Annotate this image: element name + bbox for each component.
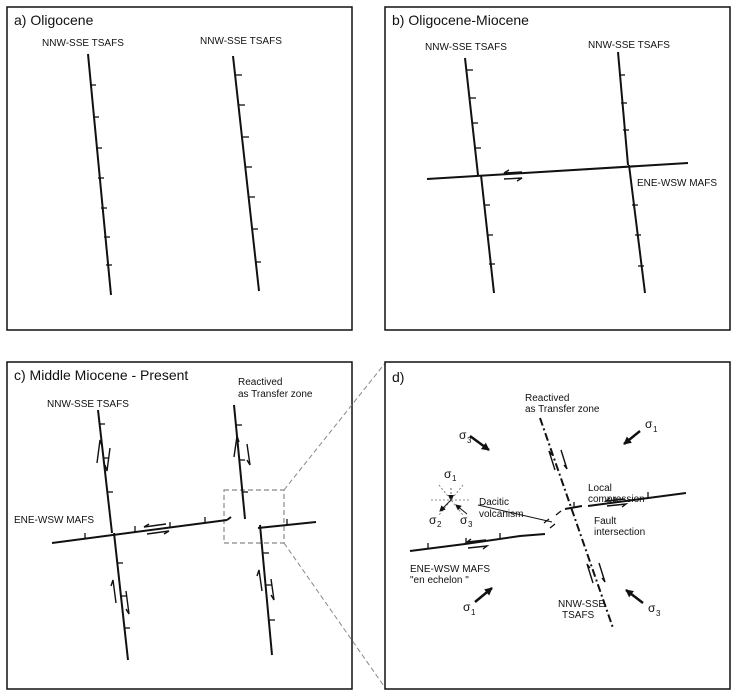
panel-c-label-reactived-2: as Transfer zone <box>238 389 313 400</box>
panel-d-leader-dacitic <box>477 504 553 523</box>
svg-text:1: 1 <box>653 425 658 434</box>
svg-text:1: 1 <box>471 608 476 617</box>
panel-d-label-reactived-2: as Transfer zone <box>525 404 600 415</box>
panel-b-frame <box>384 6 731 331</box>
svg-text:σ: σ <box>463 600 471 614</box>
panel-a-title: a) Oligocene <box>14 12 94 28</box>
zoom-connector-bottom <box>283 542 387 690</box>
stress-label-sigma1-ne: σ 1 <box>645 417 658 434</box>
panel-d-label-reactived-1: Reactived <box>525 393 569 404</box>
panel-c-mafs-jog <box>226 516 232 521</box>
stress-arrow-ne <box>623 430 641 445</box>
panel-c-title: c) Middle Miocene - Present <box>14 367 188 383</box>
panel-b-mafs-fault <box>426 162 689 180</box>
panel-d-volcanism-marks <box>543 510 562 529</box>
zoom-connector-top <box>283 361 387 491</box>
panel-c-fault-right-south <box>259 524 273 656</box>
panel-d-tsafs-arrows <box>548 449 606 584</box>
local-stress-star: σ 1 σ 2 σ 3 <box>429 467 473 529</box>
panel-d-mafs-arrows <box>464 497 629 550</box>
panel-c-mafs-segment-west <box>51 519 228 544</box>
stress-arrow-sw <box>474 587 493 603</box>
panel-a-frame <box>6 6 353 331</box>
svg-text:σ: σ <box>429 513 437 527</box>
stress-label-sigma3-nw: σ 3 <box>459 428 472 445</box>
svg-text:σ: σ <box>459 428 467 442</box>
panel-c-frame <box>6 361 353 690</box>
panel-d-label-mafs-2: "en echelon " <box>410 575 469 586</box>
panel-c-shear-arrows <box>96 435 275 615</box>
panel-c: c) Middle Miocene - Present NNW-SSE TSAF… <box>6 361 353 690</box>
panel-d-label-tsafs-1: NNW-SSE <box>558 599 605 610</box>
panel-d-label-local-1: Local <box>588 483 612 494</box>
svg-text:2: 2 <box>437 520 442 529</box>
svg-text:σ: σ <box>460 513 468 527</box>
panel-a: a) Oligocene NNW-SSE TSAFS NNW-SSE TSAFS <box>6 6 353 331</box>
svg-text:3: 3 <box>656 609 661 618</box>
panel-b-fault-left-south <box>480 174 495 294</box>
svg-text:3: 3 <box>467 436 472 445</box>
svg-text:σ: σ <box>648 601 656 615</box>
panel-d-label-fault-int-1: Fault <box>594 516 616 527</box>
panel-d-label-mafs-1: ENE-WSW MAFS <box>410 564 490 575</box>
panel-c-fault-left-north <box>97 409 113 534</box>
panel-d-mafs-segment-west <box>409 533 546 552</box>
panel-b-ticks <box>467 69 644 267</box>
panel-b-title: b) Oligocene-Miocene <box>392 12 529 28</box>
panel-b-label-mafs: ENE-WSW MAFS <box>637 178 717 189</box>
panel-c-label-mafs: ENE-WSW MAFS <box>14 515 94 526</box>
panel-b-fault-left-north <box>464 57 479 176</box>
stress-arrow-se <box>625 589 644 604</box>
svg-text:σ: σ <box>444 467 452 481</box>
panel-c-label-fault-left: NNW-SSE TSAFS <box>47 399 129 410</box>
panel-b-label-fault-left: NNW-SSE TSAFS <box>425 42 507 53</box>
panel-d-tsafs-dashdot <box>539 417 614 629</box>
panel-a-fault-right <box>232 55 260 292</box>
panel-d-label-dacitic-1: Dacitic <box>479 497 509 508</box>
panel-c-zoom-box <box>223 489 285 544</box>
panel-a-label-fault-right: NNW-SSE TSAFS <box>200 36 282 47</box>
panel-b-dextral-arrows <box>503 169 523 182</box>
svg-text:3: 3 <box>468 520 473 529</box>
panel-b-fault-right-north <box>617 51 629 166</box>
stress-label-sigma1-sw: σ 1 <box>463 600 476 617</box>
stress-arrow-nw <box>469 434 490 452</box>
panel-b-label-fault-right: NNW-SSE TSAFS <box>588 40 670 51</box>
panel-a-label-fault-left: NNW-SSE TSAFS <box>42 38 124 49</box>
panel-a-ticks <box>90 74 261 266</box>
panel-c-label-reactived-1: Reactived <box>238 377 282 388</box>
panel-d: d) Reactived as Transfer zone Local comp… <box>384 361 731 690</box>
panel-d-label-fault-int-2: intersection <box>594 527 645 538</box>
panel-d-label-tsafs-2: TSAFS <box>562 610 595 621</box>
panel-c-ticks <box>84 423 288 629</box>
stress-label-sigma3-se: σ 3 <box>648 601 661 618</box>
svg-text:σ: σ <box>645 417 653 431</box>
panel-d-label-dacitic-2: volcanism <box>479 509 523 520</box>
panel-c-fault-right-north <box>233 404 246 520</box>
panel-d-title: d) <box>392 369 404 385</box>
zoom-connectors <box>283 361 387 690</box>
panel-d-mafs-segment-east <box>587 492 687 507</box>
panel-a-fault-left <box>87 53 112 296</box>
panel-d-frame <box>384 361 731 690</box>
panel-b-fault-right-south <box>628 164 646 294</box>
svg-text:1: 1 <box>452 474 457 483</box>
panel-b: b) Oligocene-Miocene NNW-SSE TSAFS NNW-S… <box>384 6 731 331</box>
